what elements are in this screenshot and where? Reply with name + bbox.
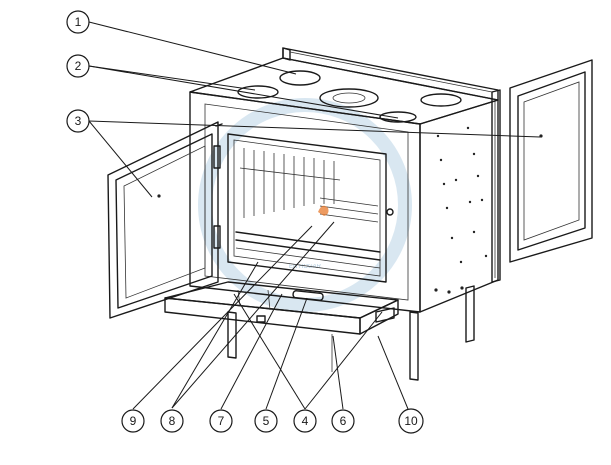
drawer-latch bbox=[256, 315, 266, 323]
callout-4: 4 bbox=[293, 409, 317, 433]
callout-1: 1 bbox=[66, 10, 90, 34]
callout-label-7: 7 bbox=[218, 414, 225, 428]
callout-10: 10 bbox=[398, 408, 424, 434]
leader-lines bbox=[88, 21, 541, 410]
top-hole-2 bbox=[237, 85, 279, 99]
callout-label-2: 2 bbox=[75, 59, 82, 73]
top-hole-3 bbox=[420, 93, 462, 107]
side-rivets bbox=[434, 126, 488, 294]
firebox-ribs bbox=[243, 148, 335, 218]
callout-8: 8 bbox=[160, 409, 184, 433]
drawer-handle bbox=[292, 290, 324, 301]
callout-7: 7 bbox=[209, 409, 233, 433]
callout-label-9: 9 bbox=[130, 414, 137, 428]
callout-label-4: 4 bbox=[302, 414, 309, 428]
top-hole-4 bbox=[379, 111, 417, 123]
left-door bbox=[107, 121, 223, 319]
grate bbox=[235, 197, 381, 269]
watermark-text: EN HOGAR bbox=[289, 264, 322, 270]
legs bbox=[227, 285, 475, 381]
callout-label-1: 1 bbox=[75, 15, 82, 29]
callout-5: 5 bbox=[254, 409, 278, 433]
callout-3: 3 bbox=[66, 109, 90, 133]
right-door bbox=[509, 59, 593, 263]
drawer-side-handle bbox=[375, 307, 395, 323]
firebox-opening bbox=[227, 133, 387, 283]
callout-label-3: 3 bbox=[75, 114, 82, 128]
callout-label-6: 6 bbox=[340, 414, 347, 428]
knob-icon bbox=[386, 208, 394, 216]
top-hole-1 bbox=[279, 70, 321, 86]
callout-label-10: 10 bbox=[404, 414, 418, 428]
top-hole-center bbox=[319, 88, 379, 108]
callout-label-8: 8 bbox=[169, 414, 176, 428]
stove-body bbox=[189, 57, 499, 313]
flame-icon bbox=[318, 205, 329, 216]
callout-label-5: 5 bbox=[263, 414, 270, 428]
callout-9: 9 bbox=[121, 409, 145, 433]
ash-drawer bbox=[164, 281, 399, 335]
callout-2: 2 bbox=[66, 54, 90, 78]
callout-6: 6 bbox=[331, 409, 355, 433]
